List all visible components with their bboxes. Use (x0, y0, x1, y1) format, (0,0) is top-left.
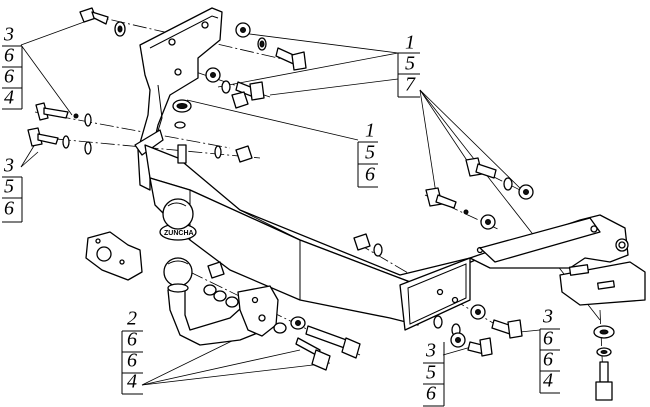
washer (62, 135, 70, 149)
nut (207, 261, 225, 279)
bolt (35, 102, 69, 121)
nut (231, 91, 249, 109)
bolt (467, 337, 493, 357)
bolt (465, 157, 497, 179)
washer (174, 121, 186, 129)
callout-bolt-bottom-right: 3 6 6 4 (539, 306, 560, 394)
main-cross-beam (144, 144, 484, 331)
fasteners (27, 7, 615, 401)
bolt (595, 361, 613, 401)
bolt (425, 187, 457, 209)
ball-on-beam: ZUNCHA (159, 198, 197, 241)
callout-item: 5 (4, 176, 14, 198)
washer (373, 243, 383, 257)
callout-item: 5 (426, 362, 436, 384)
callout-item: 6 (4, 45, 14, 67)
washer (225, 296, 239, 308)
callout-item: 6 (127, 329, 137, 351)
washer (433, 315, 443, 329)
bolt (235, 81, 265, 101)
callout-item: 6 (4, 66, 14, 88)
callout-item: 6 (426, 383, 436, 405)
callout-item: 7 (405, 74, 416, 96)
callout-ball-mount: 2 6 6 4 (121, 308, 143, 395)
washer (503, 177, 513, 191)
callout-item: 2 (127, 308, 137, 330)
callout-item: 5 (405, 53, 415, 75)
callout-item: 1 (405, 32, 415, 54)
callout-bolt-top-left: 3 6 6 4 (2, 24, 23, 110)
callout-item: 6 (4, 198, 14, 220)
callout-item: 5 (365, 142, 375, 164)
callout-item: 6 (365, 164, 375, 186)
callout-item: 6 (127, 350, 137, 372)
bolt (295, 337, 331, 371)
callout-item: 4 (543, 370, 553, 392)
callout-item: 4 (127, 371, 137, 393)
callout-item: 3 (3, 24, 14, 46)
right-bracket-arm (469, 214, 646, 306)
washer (214, 145, 222, 159)
ball-brand-label: ZUNCHA (164, 230, 194, 237)
nut (353, 233, 371, 251)
washer (203, 284, 217, 296)
left-mounting-bracket (134, 7, 223, 191)
washer (84, 141, 92, 155)
bolt (27, 127, 59, 147)
bolt (79, 7, 109, 25)
bolt (491, 319, 523, 339)
nut (235, 145, 253, 163)
washer (213, 290, 227, 302)
stud (177, 144, 187, 164)
callout-item: 1 (365, 120, 375, 142)
ball-mount (163, 257, 279, 346)
callout-nut-top-right: 1 5 7 (397, 32, 420, 98)
callout-nut-center: 1 5 6 (357, 120, 378, 188)
washer (221, 80, 231, 94)
assembly-axes (34, 14, 605, 401)
socket-plate (85, 231, 143, 281)
callout-item: 3 (542, 306, 553, 328)
callout-item: 3 (3, 155, 14, 177)
washer (84, 113, 92, 127)
callout-bolt-bottom-center: 3 5 6 (423, 340, 445, 407)
callout-item: 6 (543, 349, 553, 371)
washer (273, 322, 287, 334)
callout-item: 6 (543, 328, 553, 350)
callout-item: 3 (425, 340, 436, 362)
bolt (275, 47, 307, 71)
callout-item: 4 (4, 87, 14, 109)
callout-bolt-mid-left: 3 5 6 (2, 155, 23, 223)
bolt (305, 325, 361, 359)
